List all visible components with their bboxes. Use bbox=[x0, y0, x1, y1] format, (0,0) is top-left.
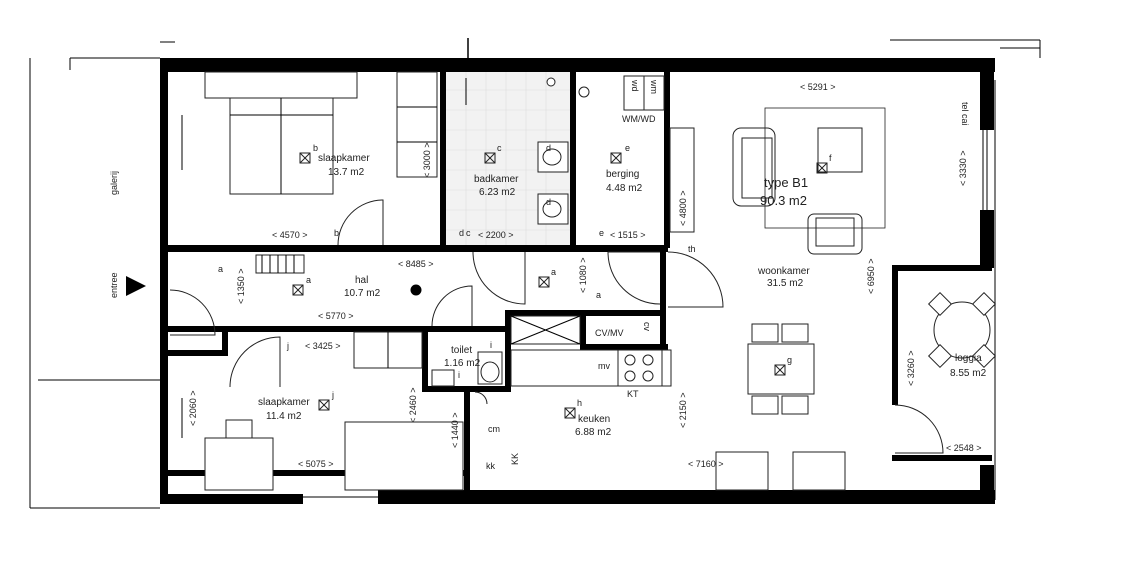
outer-reference-lines bbox=[29, 38, 1041, 509]
room-area-loggia: 8.55 m2 bbox=[950, 368, 987, 379]
room-area-toilet: 1.16 m2 bbox=[444, 358, 481, 369]
switch-d-2: d bbox=[546, 143, 551, 153]
loggia-furniture bbox=[927, 291, 997, 369]
kitchen-fixtures bbox=[510, 315, 672, 387]
dim-2150: < 2150 > bbox=[678, 392, 688, 428]
switch-e: e bbox=[599, 228, 604, 238]
room-area-berging: 4.48 m2 bbox=[606, 183, 643, 194]
switch-a-2: a bbox=[596, 290, 601, 300]
kk-label: kk bbox=[486, 461, 496, 471]
mv-label: mv bbox=[598, 361, 610, 371]
room-marker-f: f bbox=[829, 153, 832, 163]
entree-label: entree bbox=[109, 272, 119, 298]
th-label: th bbox=[688, 244, 696, 254]
dim-5291: < 5291 > bbox=[800, 82, 836, 92]
room-name-toilet: toilet bbox=[451, 345, 472, 356]
dim-6950: < 6950 > bbox=[866, 258, 876, 294]
switch-d-3: d bbox=[546, 197, 551, 207]
meter-icon bbox=[411, 285, 421, 295]
entry-arrow-icon bbox=[126, 276, 146, 296]
dim-5770: < 5770 > bbox=[318, 311, 354, 321]
exterior-walls bbox=[160, 58, 995, 504]
dim-5075: < 5075 > bbox=[298, 459, 334, 469]
dim-8485: < 8485 > bbox=[398, 259, 434, 269]
room-name-keuken: keuken bbox=[578, 414, 610, 425]
room-area-keuken: 6.88 m2 bbox=[575, 427, 612, 438]
dim-2548: < 2548 > bbox=[946, 443, 982, 453]
dim-7160: < 7160 > bbox=[688, 459, 724, 469]
bathroom-fixtures bbox=[446, 72, 570, 245]
cv-label: cv bbox=[642, 322, 652, 332]
berging-fixtures bbox=[578, 75, 695, 233]
room-area-slaapkamer1: 13.7 m2 bbox=[328, 167, 365, 178]
room-markers bbox=[292, 152, 828, 419]
room-marker-a2: a bbox=[551, 267, 556, 277]
switch-j: j bbox=[286, 341, 289, 351]
dim-3260: < 3260 > bbox=[906, 350, 916, 386]
dim-2200: < 2200 > bbox=[478, 230, 514, 240]
room-area-woonkamer: 31.5 m2 bbox=[767, 278, 804, 289]
living-room-furniture bbox=[715, 107, 886, 491]
dim-1080: < 1080 > bbox=[578, 257, 588, 293]
wd-label: wd bbox=[630, 79, 640, 92]
bedroom2-furniture bbox=[181, 398, 464, 491]
room-marker-j: j bbox=[331, 390, 334, 400]
hall-wardrobe bbox=[255, 254, 423, 369]
wmwd-label: WM/WD bbox=[622, 114, 656, 124]
cm-label: cm bbox=[488, 424, 500, 434]
room-area-slaapkamer2: 11.4 m2 bbox=[266, 411, 302, 422]
wm-label: wm bbox=[649, 79, 659, 94]
doors bbox=[169, 199, 944, 454]
dim-1515: < 1515 > bbox=[610, 230, 646, 240]
switch-c: c bbox=[466, 228, 471, 238]
switch-a-1: a bbox=[218, 264, 223, 274]
dim-3425: < 3425 > bbox=[305, 341, 341, 351]
room-name-badkamer: badkamer bbox=[474, 174, 519, 185]
toilet-fixtures bbox=[431, 351, 503, 387]
room-marker-h: h bbox=[577, 398, 582, 408]
room-marker-c: c bbox=[497, 143, 502, 153]
room-name-slaapkamer1: slaapkamer bbox=[318, 153, 370, 164]
kt-label: KT bbox=[627, 389, 639, 399]
room-name-slaapkamer2: slaapkamer bbox=[258, 397, 310, 408]
dim-4800: < 4800 > bbox=[678, 190, 688, 226]
room-area-hal: 10.7 m2 bbox=[344, 288, 381, 299]
bedroom1-furniture bbox=[181, 71, 438, 195]
cvmv-label: CV/MV bbox=[595, 328, 624, 338]
room-marker-e: e bbox=[625, 143, 630, 153]
switch-b: b bbox=[334, 228, 339, 238]
room-marker-a: a bbox=[306, 275, 311, 285]
room-marker-g: g bbox=[787, 355, 792, 365]
room-name-woonkamer: woonkamer bbox=[757, 266, 810, 277]
switch-i: i bbox=[458, 370, 460, 380]
kk2-label: KK bbox=[510, 453, 520, 465]
switch-d: d bbox=[459, 228, 464, 238]
type-label: type B1 bbox=[764, 175, 808, 190]
galerij-label: galerij bbox=[109, 171, 119, 195]
type-area: 90.3 m2 bbox=[760, 193, 807, 208]
dim-1350: < 1350 > bbox=[236, 268, 246, 304]
dim-2460: < 2460 > bbox=[408, 387, 418, 423]
room-area-badkamer: 6.23 m2 bbox=[479, 187, 516, 198]
tel-cai-label: tel cai bbox=[960, 102, 970, 126]
dim-3330: < 3330 > bbox=[958, 150, 968, 186]
dim-2060: < 2060 > bbox=[188, 390, 198, 426]
interior-walls bbox=[168, 72, 992, 490]
dim-1440: < 1440 > bbox=[450, 412, 460, 448]
room-name-loggia: loggia bbox=[955, 353, 982, 364]
room-marker-b: b bbox=[313, 143, 318, 153]
room-name-hal: hal bbox=[355, 275, 368, 286]
dim-4570: < 4570 > bbox=[272, 230, 308, 240]
room-marker-i: i bbox=[490, 340, 492, 350]
dim-3000: < 3000 > bbox=[422, 142, 432, 178]
room-name-berging: berging bbox=[606, 169, 639, 180]
